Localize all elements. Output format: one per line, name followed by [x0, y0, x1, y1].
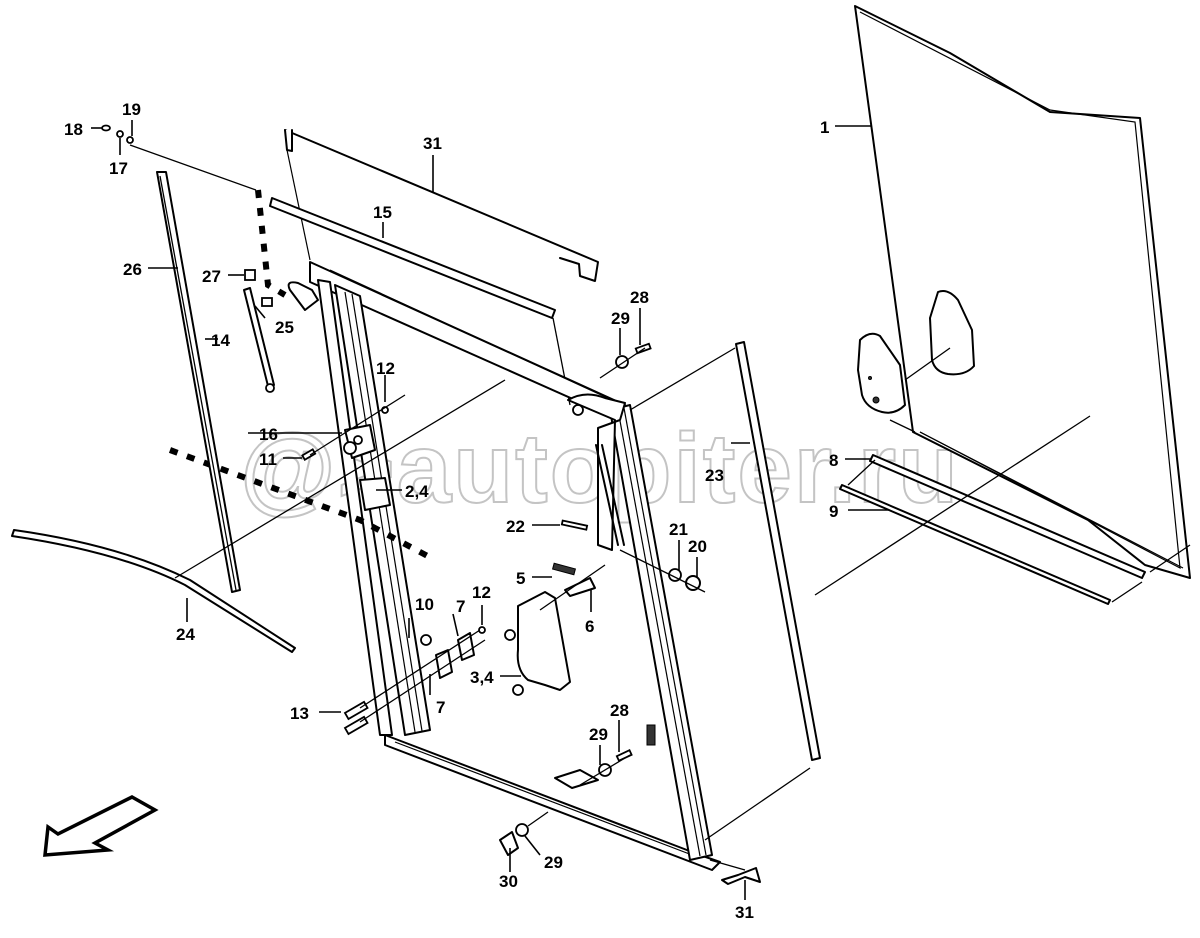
callout-17[interactable]: 17	[109, 159, 128, 178]
callout-21[interactable]: 21	[669, 520, 688, 539]
callout-19[interactable]: 19	[122, 100, 141, 119]
screw-small[interactable]	[101, 124, 111, 132]
callout-1[interactable]: 1	[820, 118, 829, 137]
seal-strip-lower[interactable]	[839, 484, 1111, 605]
callout-9[interactable]: 9	[829, 502, 838, 521]
callout-29b[interactable]: 29	[589, 725, 608, 744]
callout-23[interactable]: 23	[705, 466, 724, 485]
callout-13[interactable]: 13	[290, 704, 309, 723]
callout-labels: 1 2,4 3,4 5 6 7 7 8 9 10 11 12 12 13 14 …	[64, 100, 838, 922]
hinge-bracket-upper[interactable]	[457, 632, 475, 661]
callout-29c[interactable]: 29	[544, 853, 563, 872]
callout-5[interactable]: 5	[516, 569, 525, 588]
gas-strut[interactable]	[243, 287, 275, 393]
callout-29a[interactable]: 29	[611, 309, 630, 328]
nut-lower[interactable]	[478, 626, 486, 634]
washer-bottom[interactable]	[515, 823, 529, 837]
clip[interactable]	[244, 269, 256, 281]
bottom-bracket[interactable]	[721, 867, 761, 885]
upper-panel[interactable]	[284, 129, 599, 282]
callout-11[interactable]: 11	[259, 450, 277, 469]
callout-26[interactable]: 26	[123, 260, 142, 279]
callout-30[interactable]: 30	[499, 872, 518, 891]
washer[interactable]	[116, 130, 124, 138]
callout-12a[interactable]: 12	[376, 359, 395, 378]
callout-25[interactable]: 25	[275, 318, 294, 337]
callout-31a[interactable]: 31	[423, 134, 442, 153]
callout-22[interactable]: 22	[506, 517, 525, 536]
bolts[interactable]	[343, 700, 369, 736]
door-frame[interactable]	[309, 261, 721, 871]
door-handle[interactable]	[504, 591, 571, 696]
callout-28b[interactable]: 28	[610, 701, 629, 720]
callout-14[interactable]: 14	[211, 331, 230, 350]
latch-pin[interactable]	[564, 577, 596, 597]
leader-lines	[91, 120, 889, 900]
spring[interactable]	[551, 562, 577, 576]
callout-28a[interactable]: 28	[630, 288, 649, 307]
front-direction-arrow	[43, 795, 159, 857]
hinge-pin[interactable]	[353, 435, 363, 445]
callout-15[interactable]: 15	[373, 203, 392, 222]
curved-seal[interactable]	[11, 529, 296, 653]
callout-31b[interactable]: 31	[735, 903, 754, 922]
nut-small[interactable]	[126, 136, 134, 144]
callout-8[interactable]: 8	[829, 451, 838, 470]
pin[interactable]	[560, 519, 589, 531]
callout-7b[interactable]: 7	[436, 698, 445, 717]
callout-24[interactable]: 24	[176, 625, 195, 644]
wiring-harness-upper	[255, 189, 287, 298]
wiring-harness-lower	[168, 447, 437, 563]
callout-18[interactable]: 18	[64, 120, 83, 139]
cap-nut[interactable]	[499, 831, 519, 856]
screw[interactable]	[301, 448, 317, 461]
side-seal[interactable]	[735, 341, 821, 761]
callout-12b[interactable]: 12	[472, 583, 491, 602]
ball-stud[interactable]	[261, 297, 273, 307]
left-seal[interactable]	[156, 171, 241, 593]
door-glass-panel[interactable]	[854, 5, 1191, 579]
hinge-bracket-lower[interactable]	[435, 649, 453, 679]
callout-16[interactable]: 16	[259, 425, 278, 444]
callout-3-4[interactable]: 3,4	[470, 668, 494, 687]
callout-20[interactable]: 20	[688, 537, 707, 556]
callout-2-4[interactable]: 2,4	[405, 482, 429, 501]
callout-27[interactable]: 27	[202, 267, 221, 286]
callout-6[interactable]: 6	[585, 617, 594, 636]
bushing[interactable]	[420, 634, 432, 646]
callout-10[interactable]: 10	[415, 595, 434, 614]
callout-7a[interactable]: 7	[456, 597, 465, 616]
